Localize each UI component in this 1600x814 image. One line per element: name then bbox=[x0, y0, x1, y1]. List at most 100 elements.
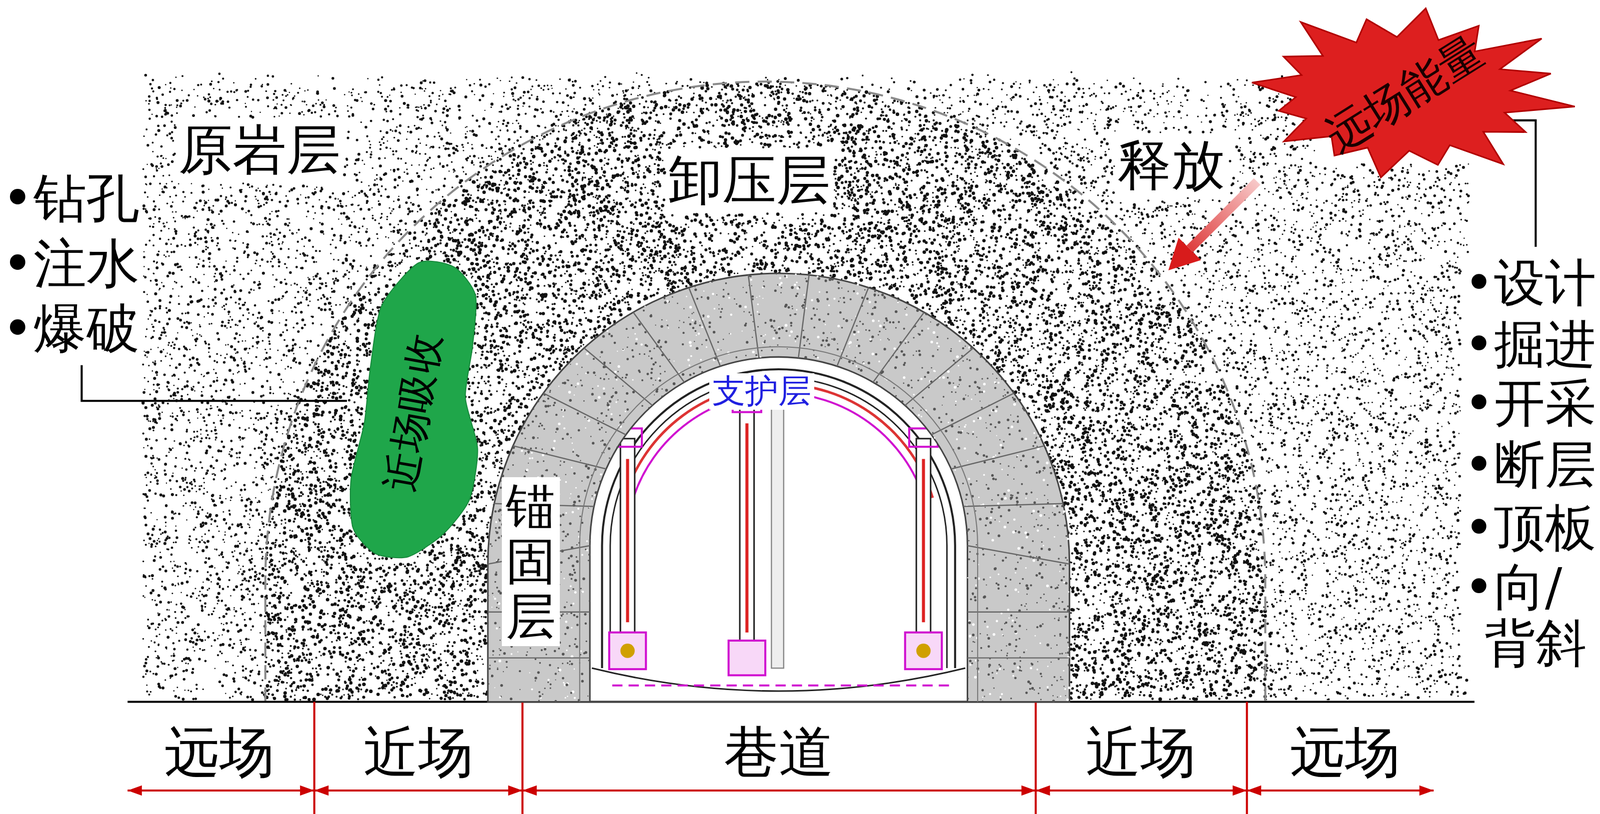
speckle-dot bbox=[356, 636, 360, 640]
speckle-dot bbox=[1446, 615, 1449, 618]
speckle-dot bbox=[1274, 591, 1277, 594]
speckle-dot bbox=[1238, 579, 1243, 584]
speckle-dot bbox=[405, 589, 408, 592]
speckle-dot bbox=[1149, 108, 1152, 112]
speckle-dot bbox=[1335, 271, 1338, 274]
speckle-dot bbox=[403, 565, 406, 568]
speckle-dot bbox=[949, 83, 953, 87]
speckle-dot bbox=[1356, 189, 1360, 192]
speckle-dot bbox=[1084, 318, 1086, 320]
speckle-dot bbox=[1313, 222, 1316, 224]
speckle-dot bbox=[440, 605, 444, 609]
speckle-dot bbox=[1241, 500, 1244, 503]
speckle-dot bbox=[308, 612, 313, 617]
speckle-dot bbox=[246, 243, 249, 246]
speckle-dot bbox=[521, 76, 524, 79]
speckle-dot bbox=[1253, 355, 1256, 357]
speckle-dot bbox=[262, 547, 264, 550]
speckle-dot bbox=[307, 698, 311, 702]
speckle-dot bbox=[1159, 391, 1164, 396]
speckle-dot bbox=[1133, 290, 1136, 293]
speckle-dot bbox=[1460, 243, 1463, 246]
speckle-dot bbox=[557, 130, 560, 133]
speckle-dot bbox=[314, 667, 317, 670]
speckle-dot bbox=[1180, 396, 1183, 399]
speckle-dot bbox=[1082, 104, 1085, 108]
speckle-dot bbox=[1168, 89, 1170, 92]
speckle-dot bbox=[1314, 505, 1317, 508]
speckle-dot bbox=[1070, 71, 1073, 74]
speckle-dot bbox=[1098, 428, 1103, 432]
speckle-dot bbox=[1128, 314, 1131, 317]
speckle-dot bbox=[466, 125, 468, 128]
speckle-dot bbox=[255, 460, 258, 463]
speckle-dot bbox=[1441, 266, 1444, 268]
speckle-dot bbox=[380, 95, 383, 98]
speckle-dot bbox=[331, 383, 335, 387]
speckle-dot bbox=[203, 420, 206, 423]
speckle-dot bbox=[850, 145, 854, 148]
speckle-dot bbox=[555, 100, 559, 104]
speckle-dot bbox=[1354, 440, 1357, 442]
speckle-dot bbox=[1165, 517, 1168, 520]
speckle-dot bbox=[874, 102, 878, 106]
speckle-dot bbox=[774, 255, 778, 259]
speckle-dot bbox=[359, 575, 362, 578]
speckle-dot bbox=[1060, 90, 1064, 94]
speckle-dot bbox=[267, 663, 270, 666]
speckle-dot bbox=[860, 166, 864, 170]
speckle-dot bbox=[1044, 227, 1048, 231]
speckle-dot bbox=[477, 241, 481, 245]
speckle-dot bbox=[468, 621, 471, 625]
speckle-dot bbox=[186, 302, 190, 306]
speckle-dot bbox=[855, 236, 859, 240]
speckle-dot bbox=[317, 371, 320, 375]
speckle-dot bbox=[1240, 243, 1243, 247]
speckle-dot bbox=[200, 485, 203, 488]
speckle-dot bbox=[1371, 401, 1374, 404]
speckle-dot bbox=[172, 642, 175, 645]
speckle-dot bbox=[1175, 212, 1178, 215]
speckle-dot bbox=[1218, 524, 1223, 529]
speckle-dot bbox=[502, 95, 505, 98]
speckle-dot bbox=[400, 606, 404, 610]
speckle-dot bbox=[1393, 517, 1396, 520]
speckle-dot bbox=[966, 158, 970, 161]
speckle-dot bbox=[586, 163, 590, 166]
speckle-dot bbox=[1167, 460, 1171, 464]
speckle-dot bbox=[153, 555, 156, 558]
speckle-dot bbox=[335, 551, 339, 555]
speckle-dot bbox=[1222, 485, 1226, 488]
speckle-dot bbox=[298, 346, 301, 349]
speckle-dot bbox=[719, 232, 722, 235]
speckle-dot bbox=[162, 285, 165, 288]
speckle-dot bbox=[376, 665, 380, 669]
speckle-dot bbox=[1233, 351, 1236, 354]
speckle-dot bbox=[399, 650, 402, 653]
speckle-dot bbox=[1071, 656, 1075, 661]
speckle-dot bbox=[158, 387, 160, 389]
speckle-dot bbox=[1133, 396, 1136, 399]
speckle-dot bbox=[308, 652, 313, 657]
speckle-dot bbox=[421, 87, 423, 90]
speckle-dot bbox=[1416, 622, 1419, 625]
speckle-dot bbox=[404, 162, 407, 165]
speckle-dot bbox=[1144, 669, 1147, 672]
speckle-dot bbox=[385, 605, 388, 608]
speckle-dot bbox=[324, 284, 328, 288]
speckle-dot bbox=[1404, 358, 1407, 361]
speckle-dot bbox=[1421, 409, 1424, 412]
speckle-dot bbox=[567, 195, 571, 199]
speckle-dot bbox=[1103, 473, 1107, 477]
speckle-dot bbox=[1071, 495, 1075, 499]
speckle-dot bbox=[1392, 418, 1395, 421]
speckle-dot bbox=[326, 594, 329, 596]
speckle-dot bbox=[504, 187, 507, 190]
speckle-dot bbox=[1112, 254, 1114, 256]
speckle-dot bbox=[1146, 405, 1150, 408]
speckle-dot bbox=[1457, 542, 1460, 546]
speckle-dot bbox=[1107, 407, 1111, 411]
speckle-dot bbox=[310, 546, 312, 549]
speckle-dot bbox=[200, 335, 202, 337]
